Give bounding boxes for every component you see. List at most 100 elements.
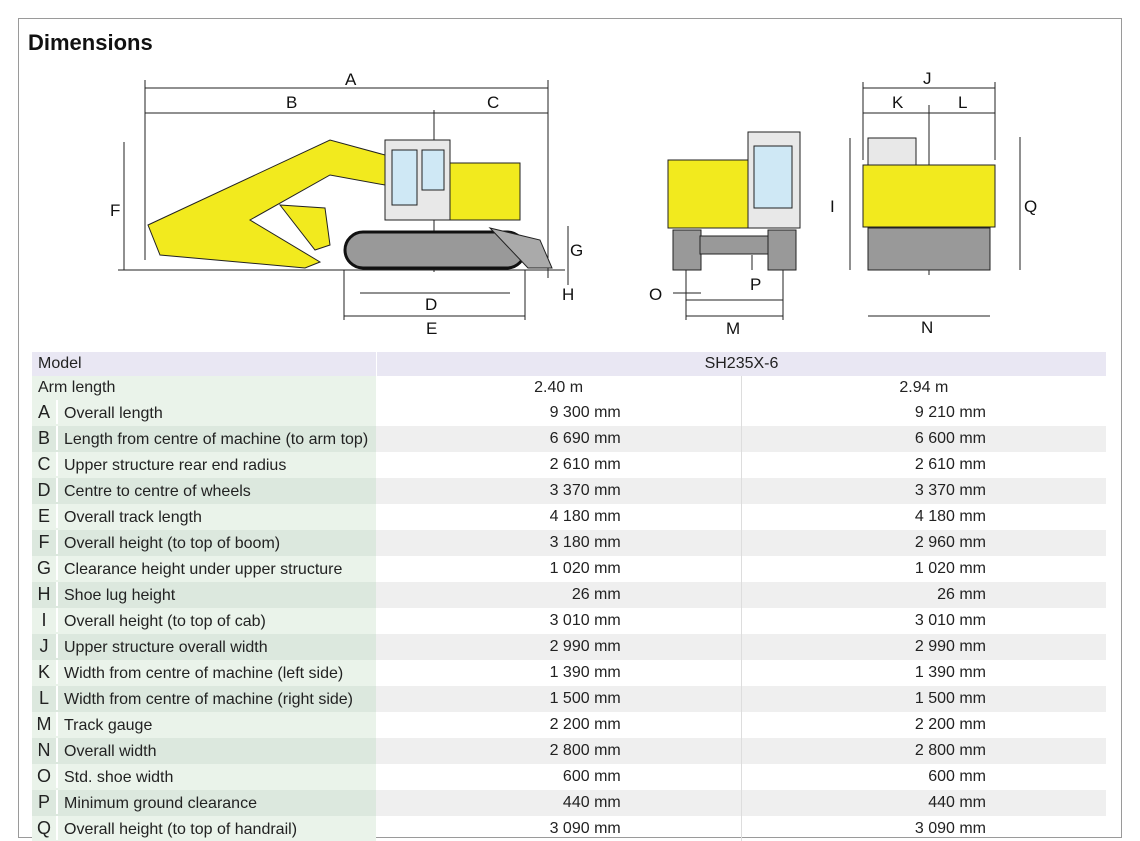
dimension-name: Overall length: [64, 405, 163, 422]
value-arm-1: 3 180 mm: [376, 530, 742, 556]
value-arm-1: 3 090 mm: [549, 820, 621, 837]
value-arm-1: 1 390 mm: [549, 664, 621, 681]
value-arm-2: 3 090 mm: [740, 816, 1106, 841]
dimension-letter: D: [32, 478, 58, 502]
value-arm-2: 2 800 mm: [740, 738, 1106, 764]
dimension-letter: E: [32, 504, 58, 528]
dim-label-e: E: [426, 319, 437, 338]
value-arm-1: 2 800 mm: [376, 738, 742, 764]
dimension-name: Width from centre of machine (left side): [64, 665, 344, 682]
dim-label-k: K: [892, 93, 904, 112]
dim-label-q: Q: [1024, 197, 1037, 216]
row-label-cell: L Width from centre of machine (right sid…: [32, 686, 377, 712]
value-arm-1: 3 370 mm: [376, 478, 742, 504]
value-arm-1: 3 010 mm: [549, 612, 621, 629]
row-label-cell: G Clearance height under upper structure: [32, 556, 377, 582]
value-arm-2: 2 990 mm: [740, 634, 1106, 660]
value-arm-2: 26 mm: [740, 582, 1106, 608]
table-row: Q Overall height (to top of handrail) 3 09…: [32, 816, 1106, 841]
dim-label-j: J: [923, 69, 932, 88]
table-row: G Clearance height under upper structure 1…: [32, 556, 1106, 582]
dimension-name: Centre to centre of wheels: [64, 483, 251, 500]
dimension-letter: G: [32, 556, 58, 580]
dim-label-o: O: [649, 285, 662, 304]
value-arm-1: 1 020 mm: [549, 560, 621, 577]
table-row: L Width from centre of machine (right sid…: [32, 686, 1106, 712]
dimension-letter: L: [32, 686, 58, 710]
page-title: Dimensions: [28, 30, 153, 55]
value-arm-1: 26 mm: [376, 582, 742, 608]
value-arm-2: 3 370 mm: [740, 478, 1106, 504]
table-row: A Overall length 9 300 mm 9 210 mm: [32, 400, 1106, 426]
row-label-cell: B Length from centre of machine (to arm t…: [32, 426, 377, 452]
front-view: [667, 131, 801, 320]
dimension-letters: A B C D E F G H I J K L M N O P Q: [110, 69, 1037, 338]
dimension-letter: B: [32, 426, 58, 450]
row-label-cell: A Overall length: [32, 400, 377, 426]
value-arm-2: 4 180 mm: [740, 504, 1106, 530]
dimension-name: Shoe lug height: [64, 587, 176, 604]
row-label-cell: M Track gauge: [32, 712, 377, 738]
dimension-letter: A: [32, 400, 58, 424]
dimension-name: Upper structure rear end radius: [64, 457, 287, 474]
arm-length-row: Arm length 2.40 m 2.94 m: [32, 376, 1106, 400]
dimension-letter: F: [32, 530, 58, 554]
value-arm-2: 1 390 mm: [740, 660, 1106, 686]
dim-label-a: A: [345, 70, 357, 89]
dimension-letter: Q: [32, 816, 58, 840]
dimension-letter: M: [32, 712, 58, 736]
dimension-letter: P: [32, 790, 58, 814]
dim-label-d: D: [425, 295, 437, 314]
value-arm-2: 2 960 mm: [740, 530, 1106, 556]
dimension-name: Overall track length: [64, 509, 202, 526]
dim-label-m: M: [726, 319, 740, 338]
table-row: C Upper structure rear end radius 2 610 mm…: [32, 452, 1106, 478]
dimensions-table: Model SH235X-6 Arm length 2.40 m 2.94 m …: [32, 352, 1106, 841]
value-arm-2: 2 610 mm: [740, 452, 1106, 478]
value-arm-1: 600 mm: [562, 768, 621, 785]
dimension-letter: C: [32, 452, 58, 476]
dimension-letter: I: [32, 608, 58, 632]
row-label-cell: J Upper structure overall width: [32, 634, 377, 660]
dim-label-i: I: [830, 197, 835, 216]
value-arm-2: 3 010 mm: [740, 608, 1106, 634]
row-label-cell: Q Overall height (to top of handrail): [32, 816, 377, 841]
value-arm-1: 2 990 mm: [376, 634, 742, 660]
dimension-name: Width from centre of machine (right side…: [64, 691, 353, 708]
dimension-name: Overall width: [64, 743, 157, 760]
row-label-cell: E Overall track length: [32, 504, 377, 530]
rear-view: [849, 82, 1021, 317]
table-row: F Overall height (to top of boom) 3 180 mm…: [32, 530, 1106, 556]
value-arm-2: 2 200 mm: [740, 712, 1106, 738]
dim-label-f: F: [110, 201, 120, 220]
dimension-letter: J: [32, 634, 58, 658]
side-view: [118, 80, 569, 320]
value-arm-2: 1 500 mm: [740, 686, 1106, 712]
dim-label-b: B: [286, 93, 297, 112]
dimension-name: Overall height (to top of handrail): [64, 821, 298, 838]
value-arm-1: 6 690 mm: [376, 426, 742, 452]
dimension-name: Track gauge: [64, 717, 153, 734]
dimension-name: Clearance height under upper structure: [64, 561, 343, 578]
dimension-name: Length from centre of machine (to arm to…: [64, 431, 369, 448]
dimension-name: Overall height (to top of boom): [64, 535, 281, 552]
value-arm-1: 9 300 mm: [549, 404, 621, 421]
value-arm-2: 9 210 mm: [740, 400, 1106, 426]
dimension-name: Upper structure overall width: [64, 639, 268, 656]
value-arm-2: 600 mm: [740, 764, 1106, 790]
dim-label-p: P: [750, 275, 761, 294]
model-row: Model SH235X-6: [32, 352, 1106, 376]
dimension-letter: H: [32, 582, 58, 606]
dimension-diagrams: A B C D E F G H I J K L M N O P Q: [110, 69, 1037, 338]
table-row: B Length from centre of machine (to arm t…: [32, 426, 1106, 452]
